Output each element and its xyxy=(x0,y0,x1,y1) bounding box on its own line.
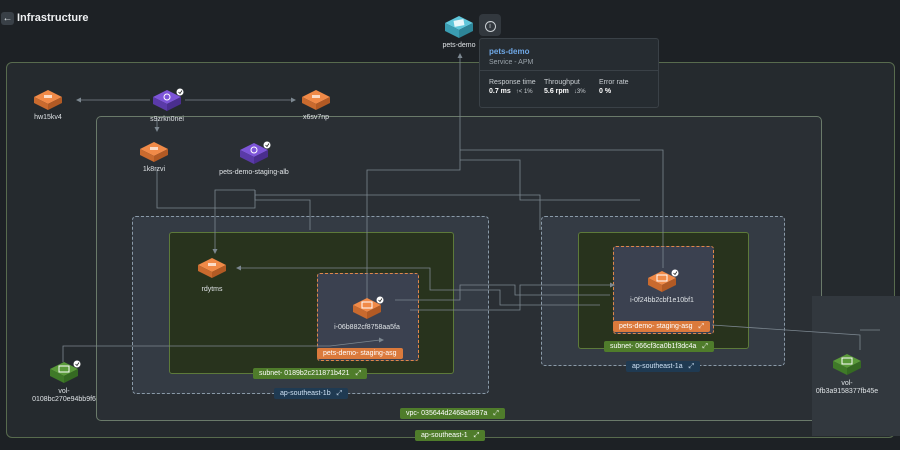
asg-tag-1[interactable]: pets-demo- staging-asg xyxy=(317,348,403,359)
info-icon[interactable]: i xyxy=(479,14,501,36)
metric-response-time: Response time 0.7 ms↑< 1% xyxy=(489,79,536,95)
instance-node-1[interactable]: i-06b882cf8758aa5fa xyxy=(325,296,409,332)
host-icon xyxy=(198,258,226,278)
arrow-left-icon[interactable]: ← xyxy=(1,12,14,25)
volume-icon xyxy=(833,354,861,375)
metric-throughput: Throughput 5.6 rpm↓3% xyxy=(544,79,586,95)
expand-icon[interactable]: ⤢ xyxy=(698,323,705,330)
instance-node-2[interactable]: i-0f24bb2cbf1e10bf1 xyxy=(620,269,704,305)
asg-container-2 xyxy=(613,246,714,334)
volume-node-2[interactable]: vol- 0fb3a9158377fb45e xyxy=(805,352,889,396)
region-tag[interactable]: ap-southeast-1⤢ xyxy=(415,430,486,441)
volume-node-1[interactable]: vol- 0108bc270e94bb9f6 xyxy=(22,360,106,404)
host-icon xyxy=(140,142,168,162)
tooltip-divider xyxy=(480,70,658,71)
expand-icon[interactable]: ⤢ xyxy=(688,363,695,370)
ec2-instance-icon xyxy=(353,296,384,319)
tooltip-subtitle: Service - APM xyxy=(489,59,534,66)
asg-tag-2[interactable]: pets-demo- staging-asg⤢ xyxy=(613,321,711,332)
volume-icon xyxy=(50,360,81,383)
az-tag-1b[interactable]: ap-southeast-1b⤢ xyxy=(274,388,349,399)
apm-service-icon xyxy=(445,16,473,38)
expand-icon[interactable]: ⤢ xyxy=(473,432,480,439)
service-node-pets-demo[interactable]: pets-demo xyxy=(417,14,501,50)
expand-icon[interactable]: ⤢ xyxy=(493,410,499,417)
subnet-tag-1[interactable]: subnet- 0189b2c211871b421⤢ xyxy=(253,368,368,379)
expand-icon[interactable]: ⤢ xyxy=(702,343,709,350)
ec2-instance-icon xyxy=(648,269,679,292)
lb-node-pets-demo-staging-alb[interactable]: pets-demo-staging-alb xyxy=(212,141,296,177)
host-icon xyxy=(302,90,330,110)
page-title: Infrastructure xyxy=(17,12,89,24)
az-tag-1a[interactable]: ap-southeast-1a⤢ xyxy=(626,361,701,372)
load-balancer-icon xyxy=(240,141,271,164)
lb-node-s9zrkn0nei[interactable]: s9zrkn0nei xyxy=(125,88,209,124)
host-icon xyxy=(34,90,62,110)
load-balancer-icon xyxy=(153,88,184,111)
vpc-tag[interactable]: vpc- 035644d2468a5897a⤢ xyxy=(400,408,505,419)
node-label: pets-demo xyxy=(442,42,476,49)
host-node-x6sv7np[interactable]: x6sv7np xyxy=(274,88,358,122)
expand-icon[interactable]: ⤢ xyxy=(355,370,362,377)
expand-icon[interactable]: ⤢ xyxy=(336,390,343,397)
host-node-hw15kv4[interactable]: hw15kv4 xyxy=(6,88,90,122)
tooltip-title[interactable]: pets-demo xyxy=(489,47,530,56)
subnet-tag-2[interactable]: subnet- 066cf3ca0b1f3dc4a⤢ xyxy=(604,341,715,352)
metric-error-rate: Error rate 0 % xyxy=(599,79,629,95)
host-node-rdytms[interactable]: rdytms xyxy=(170,256,254,294)
service-tooltip: pets-demo Service - APM Response time 0.… xyxy=(479,38,659,108)
host-node-1k8rzvi[interactable]: 1k8rzvi xyxy=(112,140,196,174)
